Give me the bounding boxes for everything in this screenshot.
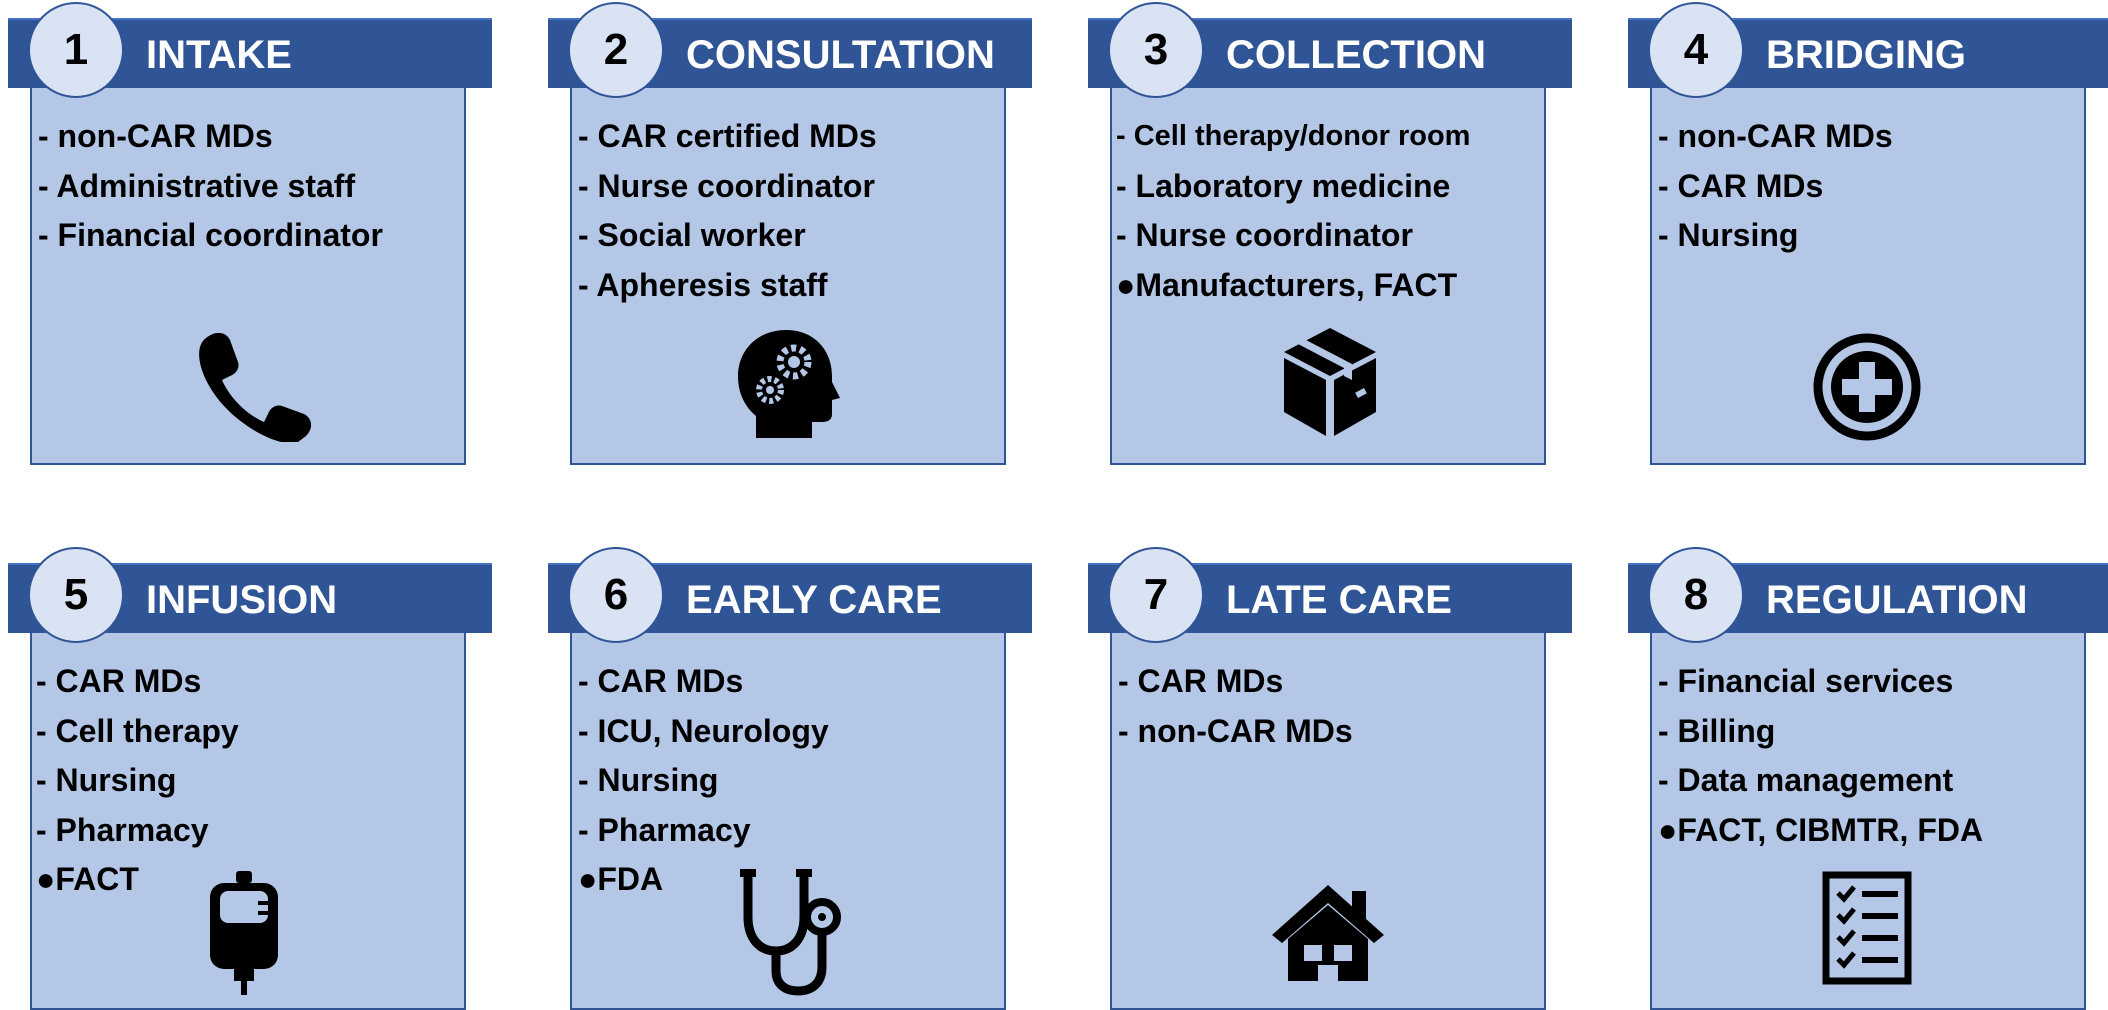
role-list: - CAR MDs - Cell therapy - Nursing - Pha…	[36, 657, 516, 905]
step-card-regulation: 8 REGULATION - Financial services - Bill…	[1628, 545, 2108, 1010]
role-list: - CAR certified MDs - Nurse coordinator …	[578, 112, 1058, 310]
role-item: - CAR MDs	[36, 663, 202, 699]
role-item: - Financial services	[1658, 663, 1954, 699]
role-item: - CAR MDs	[1118, 663, 1284, 699]
step-title: BRIDGING	[1766, 33, 1966, 77]
phone-icon	[188, 322, 318, 442]
role-item: - Nursing	[1658, 217, 1799, 253]
role-item: - Nursing	[36, 762, 177, 798]
role-item: - Social worker	[578, 217, 806, 253]
card-body	[30, 38, 466, 465]
step-number-badge: 8	[1648, 547, 1744, 643]
iv-bag-icon	[204, 871, 284, 995]
role-item: - CAR MDs	[1658, 167, 1824, 204]
step-title: INTAKE	[146, 33, 292, 77]
card-body	[1110, 38, 1546, 465]
checklist-icon	[1822, 871, 1912, 985]
role-item: - Billing	[1658, 712, 1776, 749]
card-body	[570, 583, 1006, 1010]
step-card-consultation: 2 CONSULTATION - CAR certified MDs - Nur…	[548, 0, 1088, 465]
role-list: - non-CAR MDs - Administrative staff - F…	[38, 112, 518, 261]
step-title: INFUSION	[146, 578, 338, 622]
step-number-badge: 6	[568, 547, 664, 643]
role-item: - non-CAR MDs	[38, 118, 273, 154]
step-card-bridging: 4 BRIDGING - non-CAR MDs - CAR MDs - Nur…	[1628, 0, 2108, 465]
step-number-badge: 4	[1648, 2, 1744, 98]
role-item: - CAR certified MDs	[578, 118, 877, 154]
role-list: - CAR MDs - non-CAR MDs	[1118, 657, 1598, 756]
step-title: REGULATION	[1766, 578, 2028, 622]
role-item: - Cell therapy	[36, 712, 239, 749]
box-icon	[1280, 326, 1380, 438]
role-list: - CAR MDs - ICU, Neurology - Nursing - P…	[578, 657, 1058, 905]
step-card-collection: 3 COLLECTION - Cell therapy/donor room -…	[1088, 0, 1628, 465]
step-number-badge: 7	[1108, 547, 1204, 643]
step-title: COLLECTION	[1226, 33, 1486, 77]
medical-plus-icon	[1812, 332, 1922, 442]
step-number-badge: 5	[28, 547, 124, 643]
role-item: - Apheresis staff	[578, 266, 828, 303]
role-item: - Data management	[1658, 762, 1954, 798]
role-item: - Administrative staff	[38, 167, 356, 204]
step-card-infusion: 5 INFUSION - CAR MDs - Cell therapy - Nu…	[8, 545, 548, 1010]
step-number-badge: 1	[28, 2, 124, 98]
home-icon	[1268, 881, 1388, 981]
step-title: LATE CARE	[1226, 578, 1452, 622]
role-item: - Nursing	[578, 762, 719, 798]
role-item: ●Manufacturers, FACT	[1116, 266, 1458, 303]
role-list: - Financial services - Billing - Data ma…	[1658, 657, 2108, 855]
role-item: - Pharmacy	[578, 811, 751, 848]
step-title: CONSULTATION	[686, 33, 995, 77]
role-item: ●FACT	[36, 861, 139, 897]
step-number-badge: 3	[1108, 2, 1204, 98]
step-card-early-care: 6 EARLY CARE - CAR MDs - ICU, Neurology …	[548, 545, 1088, 1010]
role-item: - Laboratory medicine	[1116, 167, 1451, 204]
stethoscope-icon	[736, 867, 846, 997]
role-item: - Financial coordinator	[38, 217, 383, 253]
role-item: - Cell therapy/donor room	[1116, 120, 1471, 152]
role-list: - Cell therapy/donor room - Laboratory m…	[1116, 112, 1596, 310]
role-item: ●FACT, CIBMTR, FDA	[1658, 811, 1984, 848]
role-list: - non-CAR MDs - CAR MDs - Nursing	[1658, 112, 2108, 261]
role-item: - non-CAR MDs	[1118, 712, 1353, 749]
role-item: ●FDA	[578, 861, 664, 897]
head-gears-icon	[736, 328, 840, 438]
step-card-intake: 1 INTAKE - non-CAR MDs - Administrative …	[8, 0, 548, 465]
step-number-badge: 2	[568, 2, 664, 98]
role-item: - Nurse coordinator	[1116, 217, 1413, 253]
role-item: - CAR MDs	[578, 663, 744, 699]
role-item: - non-CAR MDs	[1658, 118, 1893, 154]
role-item: - Pharmacy	[36, 811, 209, 848]
step-title: EARLY CARE	[686, 578, 942, 622]
role-item: - ICU, Neurology	[578, 712, 829, 749]
role-item: - Nurse coordinator	[578, 167, 875, 204]
step-card-late-care: 7 LATE CARE - CAR MDs - non-CAR MDs	[1088, 545, 1628, 1010]
